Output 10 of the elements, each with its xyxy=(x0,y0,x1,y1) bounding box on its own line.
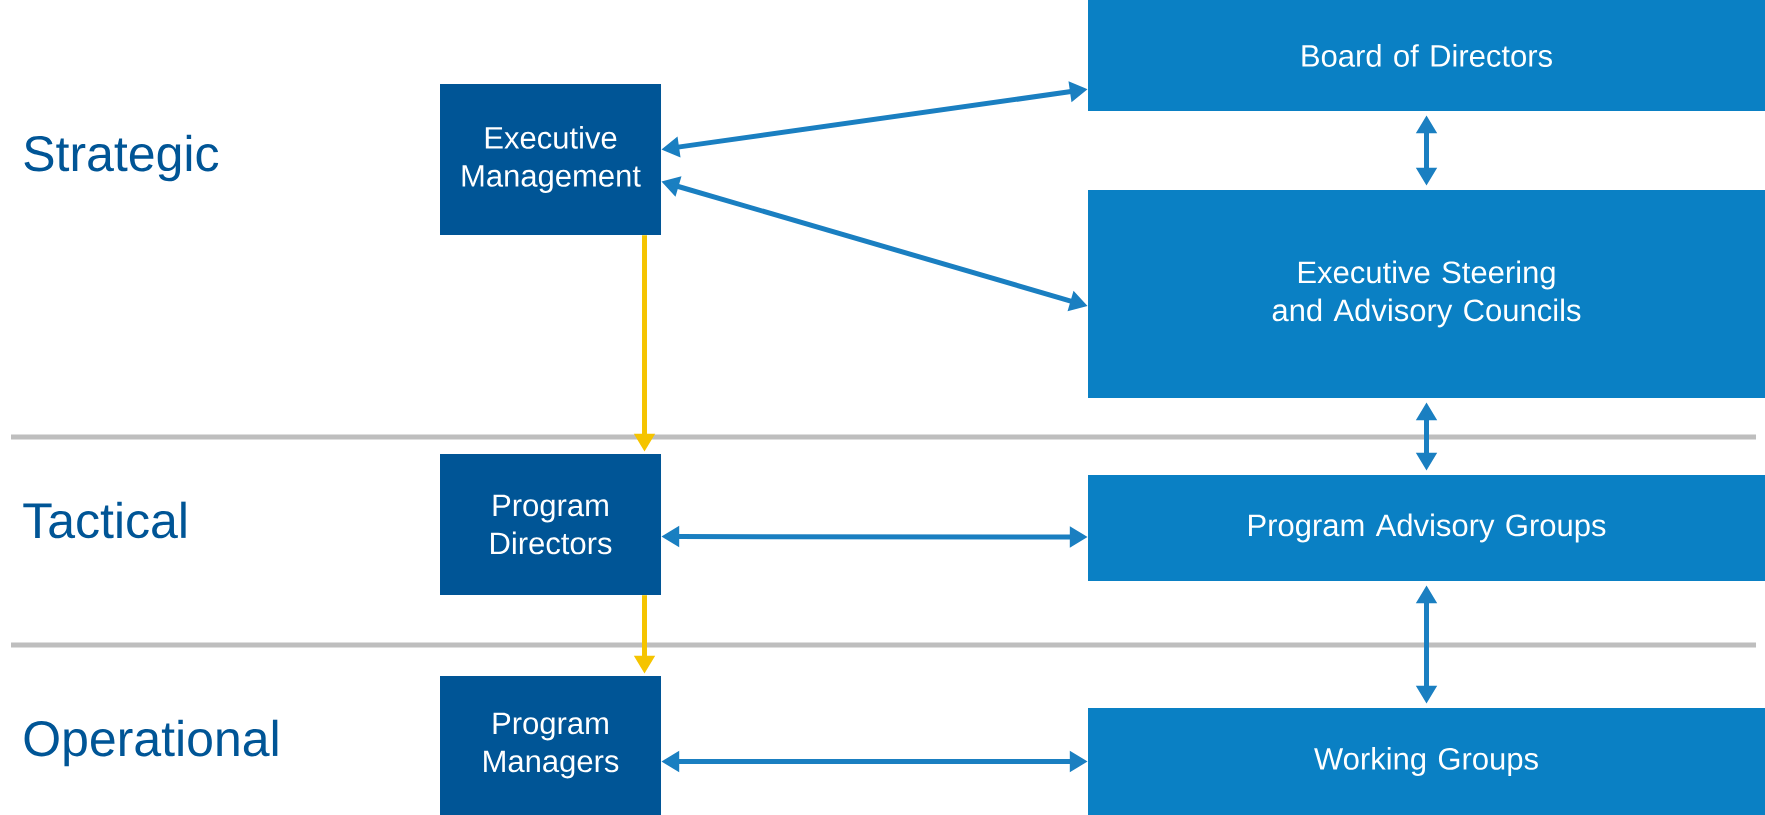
process-box: Executive Steering and Advisory Councils xyxy=(1088,190,1765,398)
process-box: Executive Management xyxy=(440,84,661,235)
process-box: Board of Directors xyxy=(1088,0,1765,111)
tier-label: Strategic xyxy=(24,134,219,182)
tier-label: Tactical xyxy=(23,501,186,539)
tier-label: Operational xyxy=(24,719,278,767)
process-box: Program Advisory Groups xyxy=(1088,475,1765,581)
process-box: Program Directors xyxy=(440,454,661,595)
process-box: Program Managers xyxy=(440,676,661,815)
process-box: Working Groups xyxy=(1088,708,1765,815)
